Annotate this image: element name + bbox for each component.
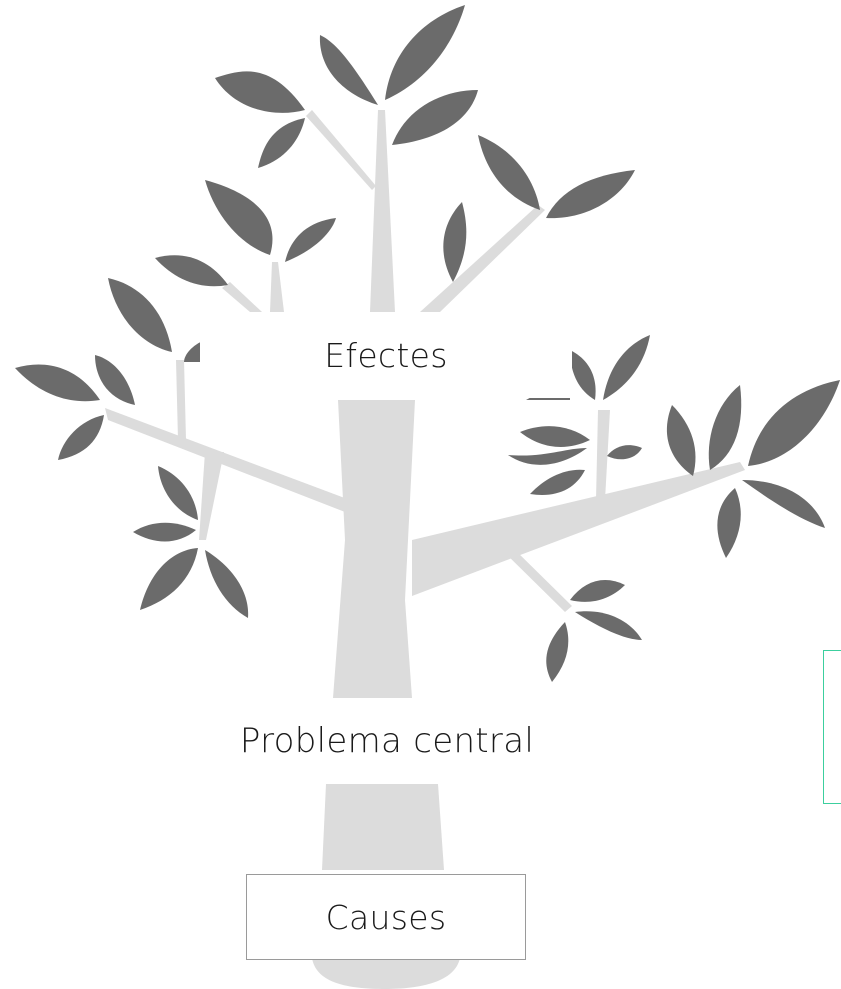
leaf: [385, 5, 465, 100]
branches: [105, 110, 745, 612]
leaf: [15, 364, 100, 402]
leaf: [205, 180, 273, 255]
leaf: [108, 278, 172, 352]
leaf: [285, 218, 336, 262]
leaf: [508, 448, 587, 465]
leaf: [748, 380, 840, 466]
effects-label: Efectes: [324, 335, 448, 375]
leaf: [443, 202, 467, 282]
side-frame-decoration: [823, 650, 841, 804]
trunk: [312, 400, 460, 989]
leaf: [666, 405, 696, 476]
leaf: [392, 90, 478, 145]
leaf: [546, 622, 569, 682]
leaf: [258, 118, 305, 168]
leaf: [530, 469, 585, 495]
central-problem-box: Problema central: [150, 698, 624, 784]
leaf: [717, 488, 741, 558]
leaf: [603, 335, 650, 400]
leaf: [215, 71, 305, 113]
leaf: [570, 580, 625, 602]
causes-box: Causes: [246, 874, 526, 960]
leaf: [575, 611, 642, 640]
leaf: [319, 35, 378, 105]
leaf: [158, 466, 198, 520]
effects-box: Efectes: [200, 312, 572, 398]
leaf: [742, 480, 825, 528]
leaf: [546, 170, 635, 219]
leaf: [133, 522, 196, 542]
leaf: [570, 350, 596, 400]
central-problem-label: Problema central: [239, 721, 535, 761]
leaf: [184, 340, 205, 362]
leaf: [478, 135, 540, 210]
causes-label: Causes: [325, 897, 447, 937]
leaf: [607, 445, 642, 460]
leaf: [708, 385, 742, 470]
leaf: [155, 255, 228, 287]
leaf: [95, 355, 135, 405]
leaf: [520, 426, 590, 447]
leaf: [58, 415, 104, 460]
leaf: [205, 550, 249, 618]
leaves: [15, 5, 840, 682]
leaf: [140, 548, 198, 610]
